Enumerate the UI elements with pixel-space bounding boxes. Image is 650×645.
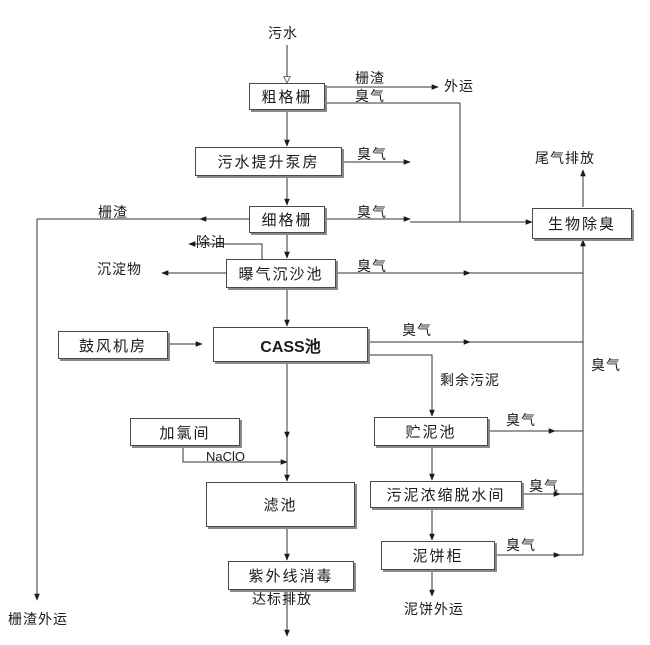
sludge-storage-box: 贮泥池 — [374, 417, 488, 446]
odor-cass-label: 臭气 — [402, 323, 432, 339]
odor-pump-label: 臭气 — [357, 147, 387, 163]
screenings-top-label: 栅渣 — [355, 71, 385, 87]
fine-screen-box: 细格栅 — [249, 206, 325, 233]
cake-cabinet-box: 泥饼柜 — [381, 541, 495, 570]
uv-disinfection-box: 紫外线消毒 — [228, 561, 354, 590]
cake-out-label: 泥饼外运 — [404, 602, 464, 618]
haul-out-label: 外运 — [444, 79, 474, 95]
flow-excess-sludge — [368, 354, 435, 417]
screenings-left-label: 栅渣 — [98, 205, 128, 221]
odor-storage-label: 臭气 — [506, 413, 536, 429]
sediment-label: 沉淀物 — [97, 262, 142, 278]
odor-grit-label: 臭气 — [357, 259, 387, 275]
screenings-haul-label: 栅渣外运 — [8, 612, 68, 628]
odor-fine-label: 臭气 — [357, 205, 387, 221]
odor-cake-label: 臭气 — [506, 538, 536, 554]
filter-tank-box: 滤池 — [206, 482, 355, 527]
chlorination-room-box: 加氯间 — [130, 418, 240, 446]
coarse-screen-box: 粗格栅 — [249, 83, 325, 110]
naclo-label: NaClO — [206, 449, 246, 464]
grit-chamber-box: 曝气沉沙池 — [226, 259, 336, 288]
odor-dewater-label: 臭气 — [529, 479, 559, 495]
excess-sludge-label: 剩余污泥 — [440, 373, 500, 389]
flow-naclo — [182, 446, 288, 465]
cass-tank-box: CASS池 — [213, 327, 368, 362]
exhaust-label: 尾气排放 — [535, 151, 595, 167]
flow-oil-removal — [188, 241, 263, 260]
sludge-dewatering-box: 污泥浓缩脱水间 — [370, 481, 522, 508]
sewage-in-label: 污水 — [268, 26, 298, 42]
discharge-label: 达标排放 — [252, 592, 312, 608]
pump-house-box: 污水提升泵房 — [195, 147, 342, 176]
oil-removal-label: 除油 — [196, 235, 226, 251]
bio-deodorization-box: 生物除臭 — [532, 208, 632, 239]
odor-coarse-label: 臭气 — [355, 89, 385, 105]
odor-vertical-label: 臭气 — [591, 358, 621, 374]
blower-room-box: 鼓风机房 — [58, 331, 168, 359]
